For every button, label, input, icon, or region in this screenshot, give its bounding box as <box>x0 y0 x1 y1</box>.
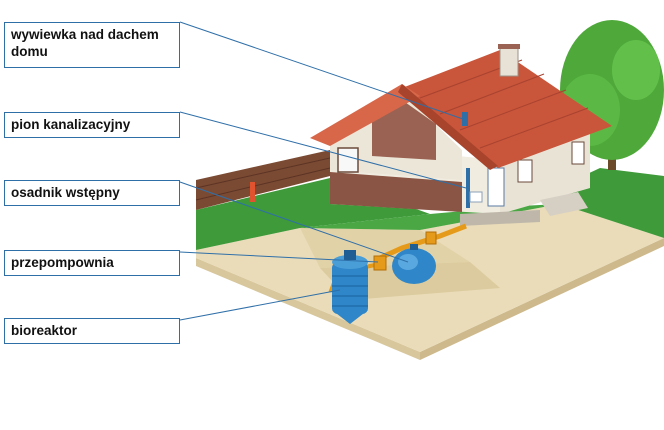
leader-pump-station <box>179 251 379 263</box>
window-left <box>337 147 359 173</box>
garden-post <box>250 182 255 202</box>
leader-sewer-riser <box>179 111 467 189</box>
window-side-1 <box>517 159 533 183</box>
leader-bioreactor <box>179 289 341 321</box>
label-pump-station: przepompownia <box>4 250 180 276</box>
label-sewer-riser: pion kanalizacyjny <box>4 112 180 138</box>
roof-vent-pipe <box>462 112 468 126</box>
leader-roof-vent <box>179 21 467 121</box>
roof-left <box>310 84 420 146</box>
porch-steps <box>540 192 588 216</box>
brick-base <box>330 172 462 212</box>
label-text: bioreaktor <box>11 323 78 338</box>
sewer-riser-pipe <box>466 168 470 208</box>
leader-primary-settler <box>179 181 409 263</box>
label-text: wywiewka nad dachem domu <box>11 27 159 59</box>
label-text: osadnik wstępny <box>11 185 120 200</box>
toilet <box>469 191 483 203</box>
roof-front <box>402 50 612 168</box>
label-text: przepompownia <box>11 255 114 270</box>
label-bioreactor: bioreaktor <box>4 318 180 344</box>
bioreactor-tank <box>332 250 368 324</box>
label-text: pion kanalizacyjny <box>11 117 131 132</box>
soil-right-side <box>420 238 664 360</box>
junction-box-2 <box>425 231 437 245</box>
foundation <box>460 210 540 226</box>
soil-front <box>196 258 420 360</box>
chimney <box>499 45 519 77</box>
fence <box>195 150 331 210</box>
window-side-2 <box>571 141 585 165</box>
label-primary-settler: osadnik wstępny <box>4 180 180 206</box>
door <box>487 167 505 207</box>
label-roof-vent: wywiewka nad dachem domu <box>4 22 180 68</box>
leader-lines <box>179 21 467 321</box>
gable-brick <box>372 100 436 160</box>
house <box>330 92 590 226</box>
house-side-wall <box>500 126 590 214</box>
junction-box-1 <box>373 255 387 271</box>
